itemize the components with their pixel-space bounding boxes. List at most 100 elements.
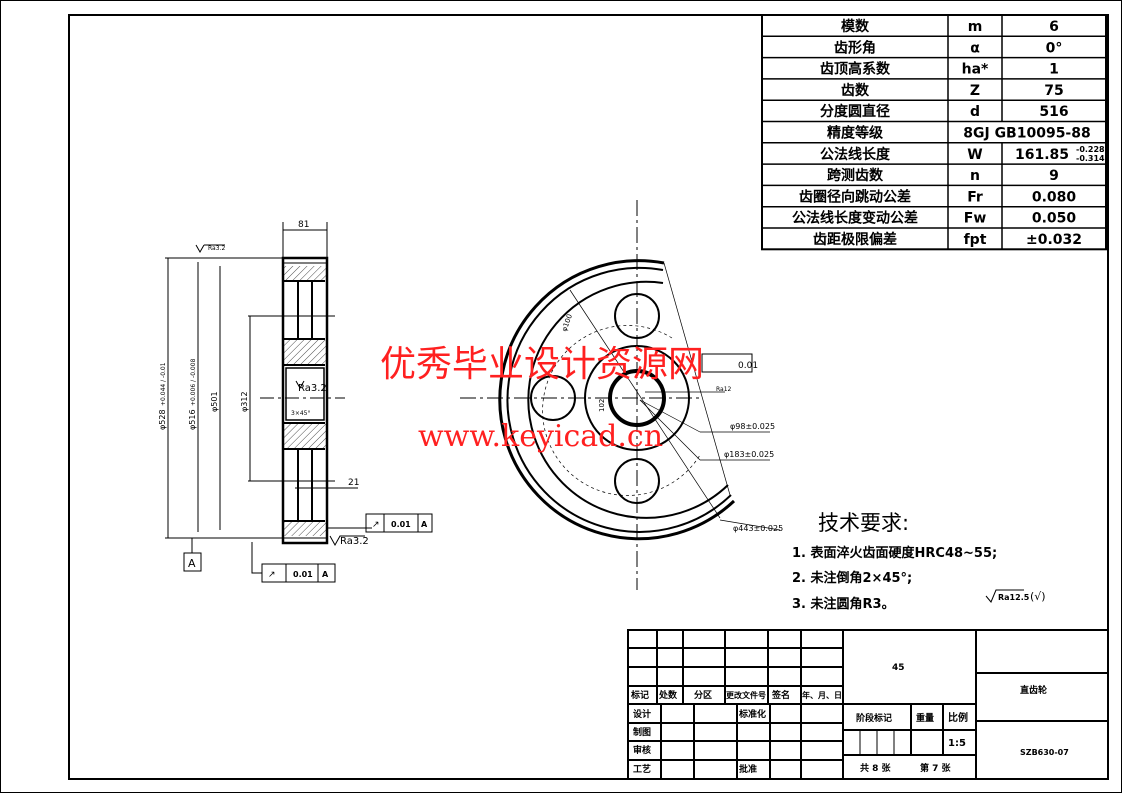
- front-view-annotations: φ98±0.025 φ183±0.025 φ443±0.025 102 φ100…: [560, 313, 783, 533]
- sheet-number: 第 7 张: [920, 762, 952, 774]
- gear-side-section-view: [165, 222, 372, 574]
- datum-label: A: [188, 557, 196, 570]
- tech-req-title: 技术要求:: [818, 511, 909, 535]
- sheet-count: 共 8 张: [860, 762, 892, 774]
- datum-box: [183, 552, 202, 572]
- datum-ref: A: [322, 570, 329, 579]
- table-row: 公法线长度变动公差 Fw 0.050: [792, 210, 1076, 227]
- param-name: 公法线长度: [820, 146, 891, 163]
- param-value: 0.080: [1032, 189, 1077, 205]
- rev-header: 签名: [771, 689, 790, 701]
- roughness-default: Ra12.5: [998, 593, 1030, 602]
- rev-header: 更改文件号: [726, 690, 766, 700]
- table-border: [761, 14, 1107, 251]
- param-value: 0°: [1046, 40, 1063, 56]
- technical-requirements: 技术要求: 1. 表面淬火齿面硬度HRC48~55; 2. 未注倒角2×45°;…: [792, 511, 1046, 612]
- roughness-front: Ra12: [716, 386, 732, 393]
- tech-req-item: 2. 未注倒角2×45°;: [792, 570, 912, 586]
- stage-mark-label: 阶段标记: [856, 712, 892, 724]
- role-label: 审核: [633, 744, 651, 756]
- tech-req-item: 3. 未注圆角R3。: [792, 596, 895, 612]
- param-symbol: Fr: [967, 189, 983, 205]
- param-symbol: d: [970, 104, 980, 120]
- watermark-text: 优秀毕业设计资源网: [380, 344, 704, 385]
- param-value: 0.050: [1032, 211, 1077, 227]
- outer-diameter-dim: φ528: [158, 409, 167, 430]
- runout-value: 0.01: [391, 520, 411, 529]
- role-label: 制图: [633, 726, 651, 738]
- width-dimension: 81: [298, 220, 309, 230]
- pitch-diameter-tolerance: +0.006 / -0.008: [190, 358, 197, 406]
- param-symbol: W: [967, 147, 982, 163]
- rev-header: 分区: [694, 689, 712, 701]
- param-name: 齿顶高系数: [820, 61, 891, 78]
- param-name: 齿圈径向跳动公差: [799, 188, 911, 205]
- rev-header: 处数: [658, 689, 678, 701]
- param-symbol: α: [970, 40, 980, 56]
- param-symbol: Fw: [964, 211, 987, 227]
- chamfer-note: 3×45°: [291, 410, 310, 417]
- watermark-url: www.keyicad.cn: [418, 419, 663, 454]
- param-name: 跨测齿数: [827, 167, 884, 184]
- param-name: 精度等级: [827, 125, 884, 142]
- param-symbol: Z: [970, 83, 980, 99]
- drawing-number: SZB630-07: [1020, 748, 1069, 757]
- roughness-bottom: Ra3.2: [340, 536, 369, 547]
- side-view-annotations: 81 21 φ528 +0.044 / -0.01 φ516 +0.006 / …: [158, 220, 433, 583]
- material: 45: [892, 663, 905, 673]
- keyway-dim: 102: [598, 399, 606, 412]
- scale-value: 1:5: [948, 738, 966, 749]
- runout-tolerance-frame-2: ↗ 0.01 A: [261, 563, 336, 583]
- gear-front-view: [460, 200, 781, 590]
- hub-diameter-dim: φ183±0.025: [724, 450, 774, 459]
- tech-req-item: 1. 表面淬火齿面硬度HRC48~55;: [792, 545, 997, 561]
- roughness-bore: Ra3.2: [298, 383, 327, 394]
- rev-header: 标记: [630, 689, 649, 701]
- runout-icon: ↗: [268, 570, 276, 580]
- param-symbol: ha*: [962, 62, 989, 78]
- roughness-symbol-icon: [985, 589, 1024, 603]
- rev-header: 年、月、日: [802, 690, 842, 700]
- table-row: 齿形角 α 0°: [834, 39, 1062, 56]
- role-label: 设计: [633, 708, 651, 720]
- role-label: 工艺: [633, 763, 651, 775]
- title-block-text: 标记 处数 分区 更改文件号 签名 年、月、日 设计 制图 审核 工艺 标准化 …: [630, 663, 1069, 775]
- param-value: 1: [1049, 62, 1059, 78]
- hub-diameter-dim: φ312: [240, 391, 249, 412]
- bore-diameter-dim: φ98±0.025: [730, 422, 775, 431]
- param-value: ±0.032: [1026, 232, 1082, 248]
- approve-label: 批准: [739, 763, 757, 775]
- table-row: 齿圈径向跳动公差 Fr 0.080: [799, 188, 1076, 205]
- position-tolerance: 0.01: [738, 361, 758, 371]
- standardize-label: 标准化: [738, 708, 766, 720]
- scale-label: 比例: [948, 711, 968, 724]
- drawing-frame: [68, 14, 1109, 780]
- param-symbol: n: [970, 168, 980, 184]
- weight-label: 重量: [916, 712, 934, 724]
- param-value: 8GJ GB10095-88: [963, 126, 1090, 142]
- param-value: 516: [1039, 104, 1068, 120]
- runout-value: 0.01: [293, 570, 313, 579]
- runout-tolerance-frame-1: ↗ 0.01 A: [365, 513, 433, 533]
- param-name: 模数: [841, 18, 870, 35]
- param-name: 公法线长度变动公差: [792, 210, 918, 227]
- roughness-symbol-icon: [195, 244, 365, 547]
- param-name: 齿形角: [834, 39, 876, 56]
- tolerance-lower: -0.314: [1076, 154, 1105, 163]
- table-row: 精度等级 8GJ GB10095-88: [827, 125, 1091, 142]
- outer-diameter-tolerance: +0.044 / -0.01: [160, 362, 167, 406]
- pitch-diameter-dim: φ516: [188, 409, 197, 430]
- part-name: 直齿轮: [1020, 684, 1047, 696]
- title-block: [627, 629, 1109, 780]
- runout-icon: ↗: [372, 520, 380, 530]
- param-name: 齿距极限偏差: [813, 231, 897, 248]
- datum-ref: A: [421, 520, 428, 529]
